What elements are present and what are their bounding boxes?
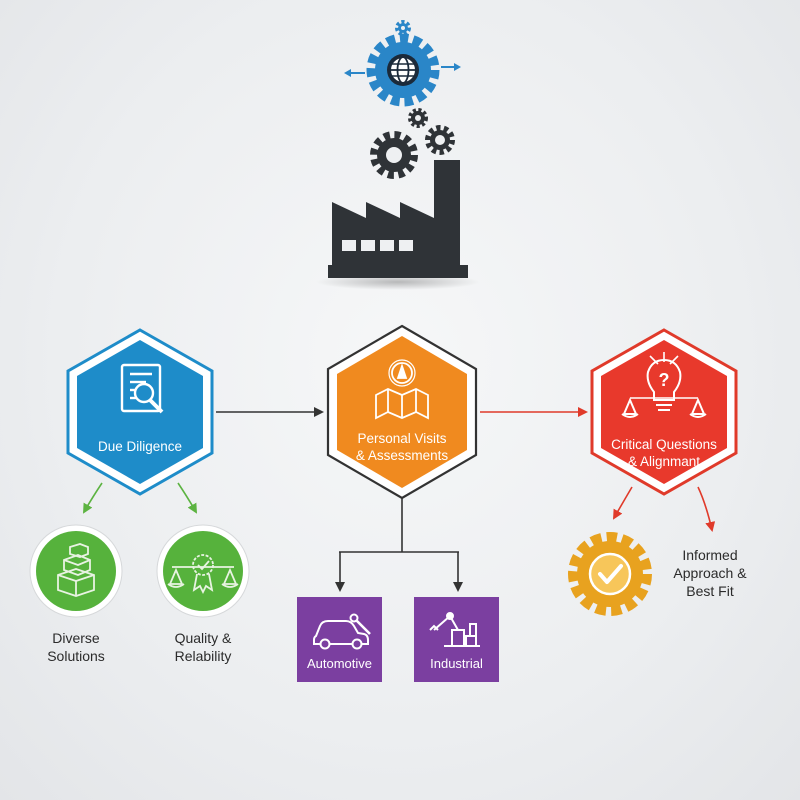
automotive-label: Automotive <box>297 655 382 672</box>
robot-arm-icon <box>429 612 480 647</box>
arrow-questions-to-gear <box>613 486 633 520</box>
informed-fit-line3: Best Fit <box>686 583 734 599</box>
factory-icon <box>316 160 480 290</box>
informed-fit-line1: Informed <box>682 547 738 563</box>
globe-gear-icon <box>344 20 461 107</box>
automotive-label-text: Automotive <box>306 656 373 671</box>
diverse-solutions-line1: Diverse <box>52 630 100 646</box>
arrow-visits-to-sectors <box>335 498 463 592</box>
quality-reliability-line2: Relability <box>174 648 232 664</box>
car-wrench-icon <box>313 613 371 650</box>
arrow-questions-to-informed <box>697 486 716 532</box>
outcome-automotive <box>297 597 382 682</box>
map-compass-icon <box>375 359 429 420</box>
critical-questions-label: Critical Questions & Alignmant <box>598 436 730 470</box>
outcome-informed-gear <box>568 532 652 616</box>
outcome-quality-reliability <box>156 524 250 618</box>
informed-fit-label: Informed Approach & Best Fit <box>660 546 760 600</box>
quality-reliability-line1: Quality & <box>174 630 232 646</box>
gear-check-icon <box>568 532 652 616</box>
critical-questions-line1: Critical Questions <box>611 437 717 452</box>
informed-fit-line2: Approach & <box>673 565 747 581</box>
boxes-icon <box>57 543 95 597</box>
award-scales-icon <box>167 554 239 595</box>
due-diligence-label-text: Due Diligence <box>97 439 183 454</box>
due-diligence-label: Due Diligence <box>80 438 200 455</box>
node-personal-visits <box>326 324 478 500</box>
personal-visits-line1: Personal Visits <box>357 431 447 446</box>
svg-text:?: ? <box>659 370 670 390</box>
personal-visits-label: Personal Visits & Assessments <box>340 430 464 464</box>
lightbulb-scales-icon: ? <box>621 352 707 418</box>
quality-reliability-label: Quality & Relability <box>153 629 253 665</box>
industrial-label-text: Industrial <box>430 656 483 671</box>
outcome-diverse-solutions <box>29 524 123 618</box>
diverse-solutions-line2: Solutions <box>47 648 105 664</box>
node-due-diligence <box>66 328 214 496</box>
industrial-label: Industrial <box>414 655 499 672</box>
personal-visits-line2: & Assessments <box>355 448 449 463</box>
critical-questions-line2: & Alignmant <box>627 454 701 469</box>
document-magnifier-icon <box>120 363 164 414</box>
diverse-solutions-label: Diverse Solutions <box>26 629 126 665</box>
arrow-due-to-quality <box>177 482 197 514</box>
gears-icon <box>370 108 455 179</box>
node-critical-questions: ? <box>590 328 738 496</box>
outcome-industrial <box>414 597 499 682</box>
arrow-due-to-diverse <box>83 482 103 514</box>
